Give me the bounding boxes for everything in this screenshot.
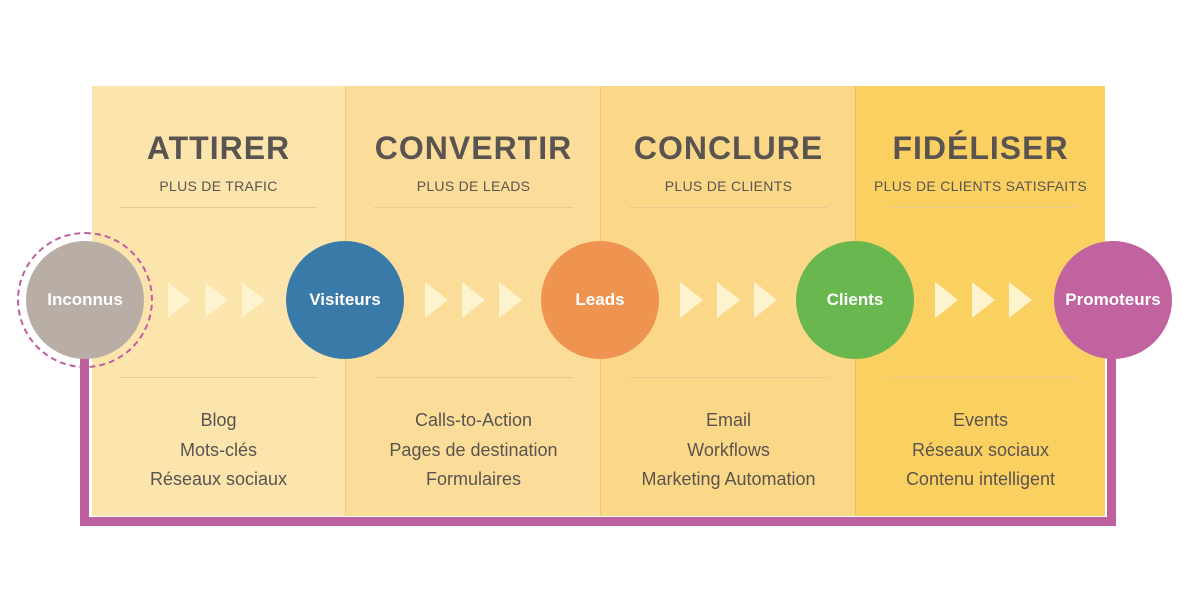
- divider: [629, 377, 828, 378]
- stage-title: ATTIRER: [146, 130, 291, 166]
- stage-item: Pages de destination: [389, 439, 558, 460]
- stage-items: Email Workflows Marketing Automation: [601, 406, 856, 495]
- stage-subtitle: PLUS DE TRAFIC: [159, 178, 278, 194]
- stage-subtitle: PLUS DE CLIENTS: [664, 178, 793, 194]
- stage-title: FIDÉLISER: [892, 130, 1069, 166]
- node-label: Visiteurs: [309, 290, 381, 309]
- stage-items: Events Réseaux sociaux Contenu intellige…: [856, 406, 1105, 495]
- stage-item: Blog: [200, 410, 237, 430]
- divider: [374, 377, 573, 378]
- node-label: Leads: [575, 290, 625, 309]
- chevron-arrows: [935, 282, 1040, 318]
- feedback-loop-line: [80, 300, 1116, 526]
- chevron-arrows: [168, 282, 273, 318]
- stage-item: Email: [705, 410, 751, 430]
- node-label: Promoteurs: [1065, 290, 1161, 309]
- divider: [120, 207, 317, 208]
- chevron-right-icon: [1009, 282, 1032, 318]
- divider: [884, 207, 1077, 208]
- stage-item: Marketing Automation: [641, 469, 816, 489]
- divider: [120, 377, 317, 378]
- divider: [374, 207, 573, 208]
- chevron-right-icon: [168, 282, 191, 318]
- stage-item: Workflows: [687, 439, 770, 460]
- stage-item: Formulaires: [425, 469, 522, 489]
- node-visiteurs: Visiteurs: [286, 241, 404, 359]
- stage-items: Calls-to-Action Pages de destination For…: [346, 406, 601, 495]
- chevron-right-icon: [425, 282, 448, 318]
- node-leads: Leads: [541, 241, 659, 359]
- node-label: Clients: [826, 290, 884, 309]
- chevron-right-icon: [680, 282, 703, 318]
- stage-item: Events: [952, 410, 1009, 430]
- stage-item: Réseaux sociaux: [149, 469, 288, 489]
- chevron-right-icon: [462, 282, 485, 318]
- stage-item: Calls-to-Action: [414, 410, 533, 430]
- divider: [629, 207, 828, 208]
- dashed-ring: [17, 232, 153, 368]
- node-promoteurs: Promoteurs: [1054, 241, 1172, 359]
- stage-item: Mots-clés: [179, 439, 257, 460]
- chevron-arrows: [680, 282, 785, 318]
- stage-title: CONCLURE: [633, 130, 824, 166]
- chevron-right-icon: [754, 282, 777, 318]
- stage-subtitle: PLUS DE CLIENTS SATISFAITS: [874, 178, 1087, 194]
- stage-item: Réseaux sociaux: [911, 439, 1050, 460]
- chevron-right-icon: [935, 282, 958, 318]
- node-label: Inconnus: [47, 290, 123, 309]
- stage-subtitle: PLUS DE LEADS: [416, 178, 531, 194]
- stage-title: CONVERTIR: [374, 130, 573, 166]
- stage-item: Contenu intelligent: [905, 469, 1056, 489]
- stage-items: Blog Mots-clés Réseaux sociaux: [92, 406, 345, 495]
- chevron-right-icon: [499, 282, 522, 318]
- node-clients: Clients: [796, 241, 914, 359]
- chevron-right-icon: [242, 282, 265, 318]
- node-inconnus: Inconnus: [26, 241, 144, 359]
- chevron-arrows: [425, 282, 530, 318]
- divider: [884, 377, 1077, 378]
- chevron-right-icon: [205, 282, 228, 318]
- chevron-right-icon: [717, 282, 740, 318]
- chevron-right-icon: [972, 282, 995, 318]
